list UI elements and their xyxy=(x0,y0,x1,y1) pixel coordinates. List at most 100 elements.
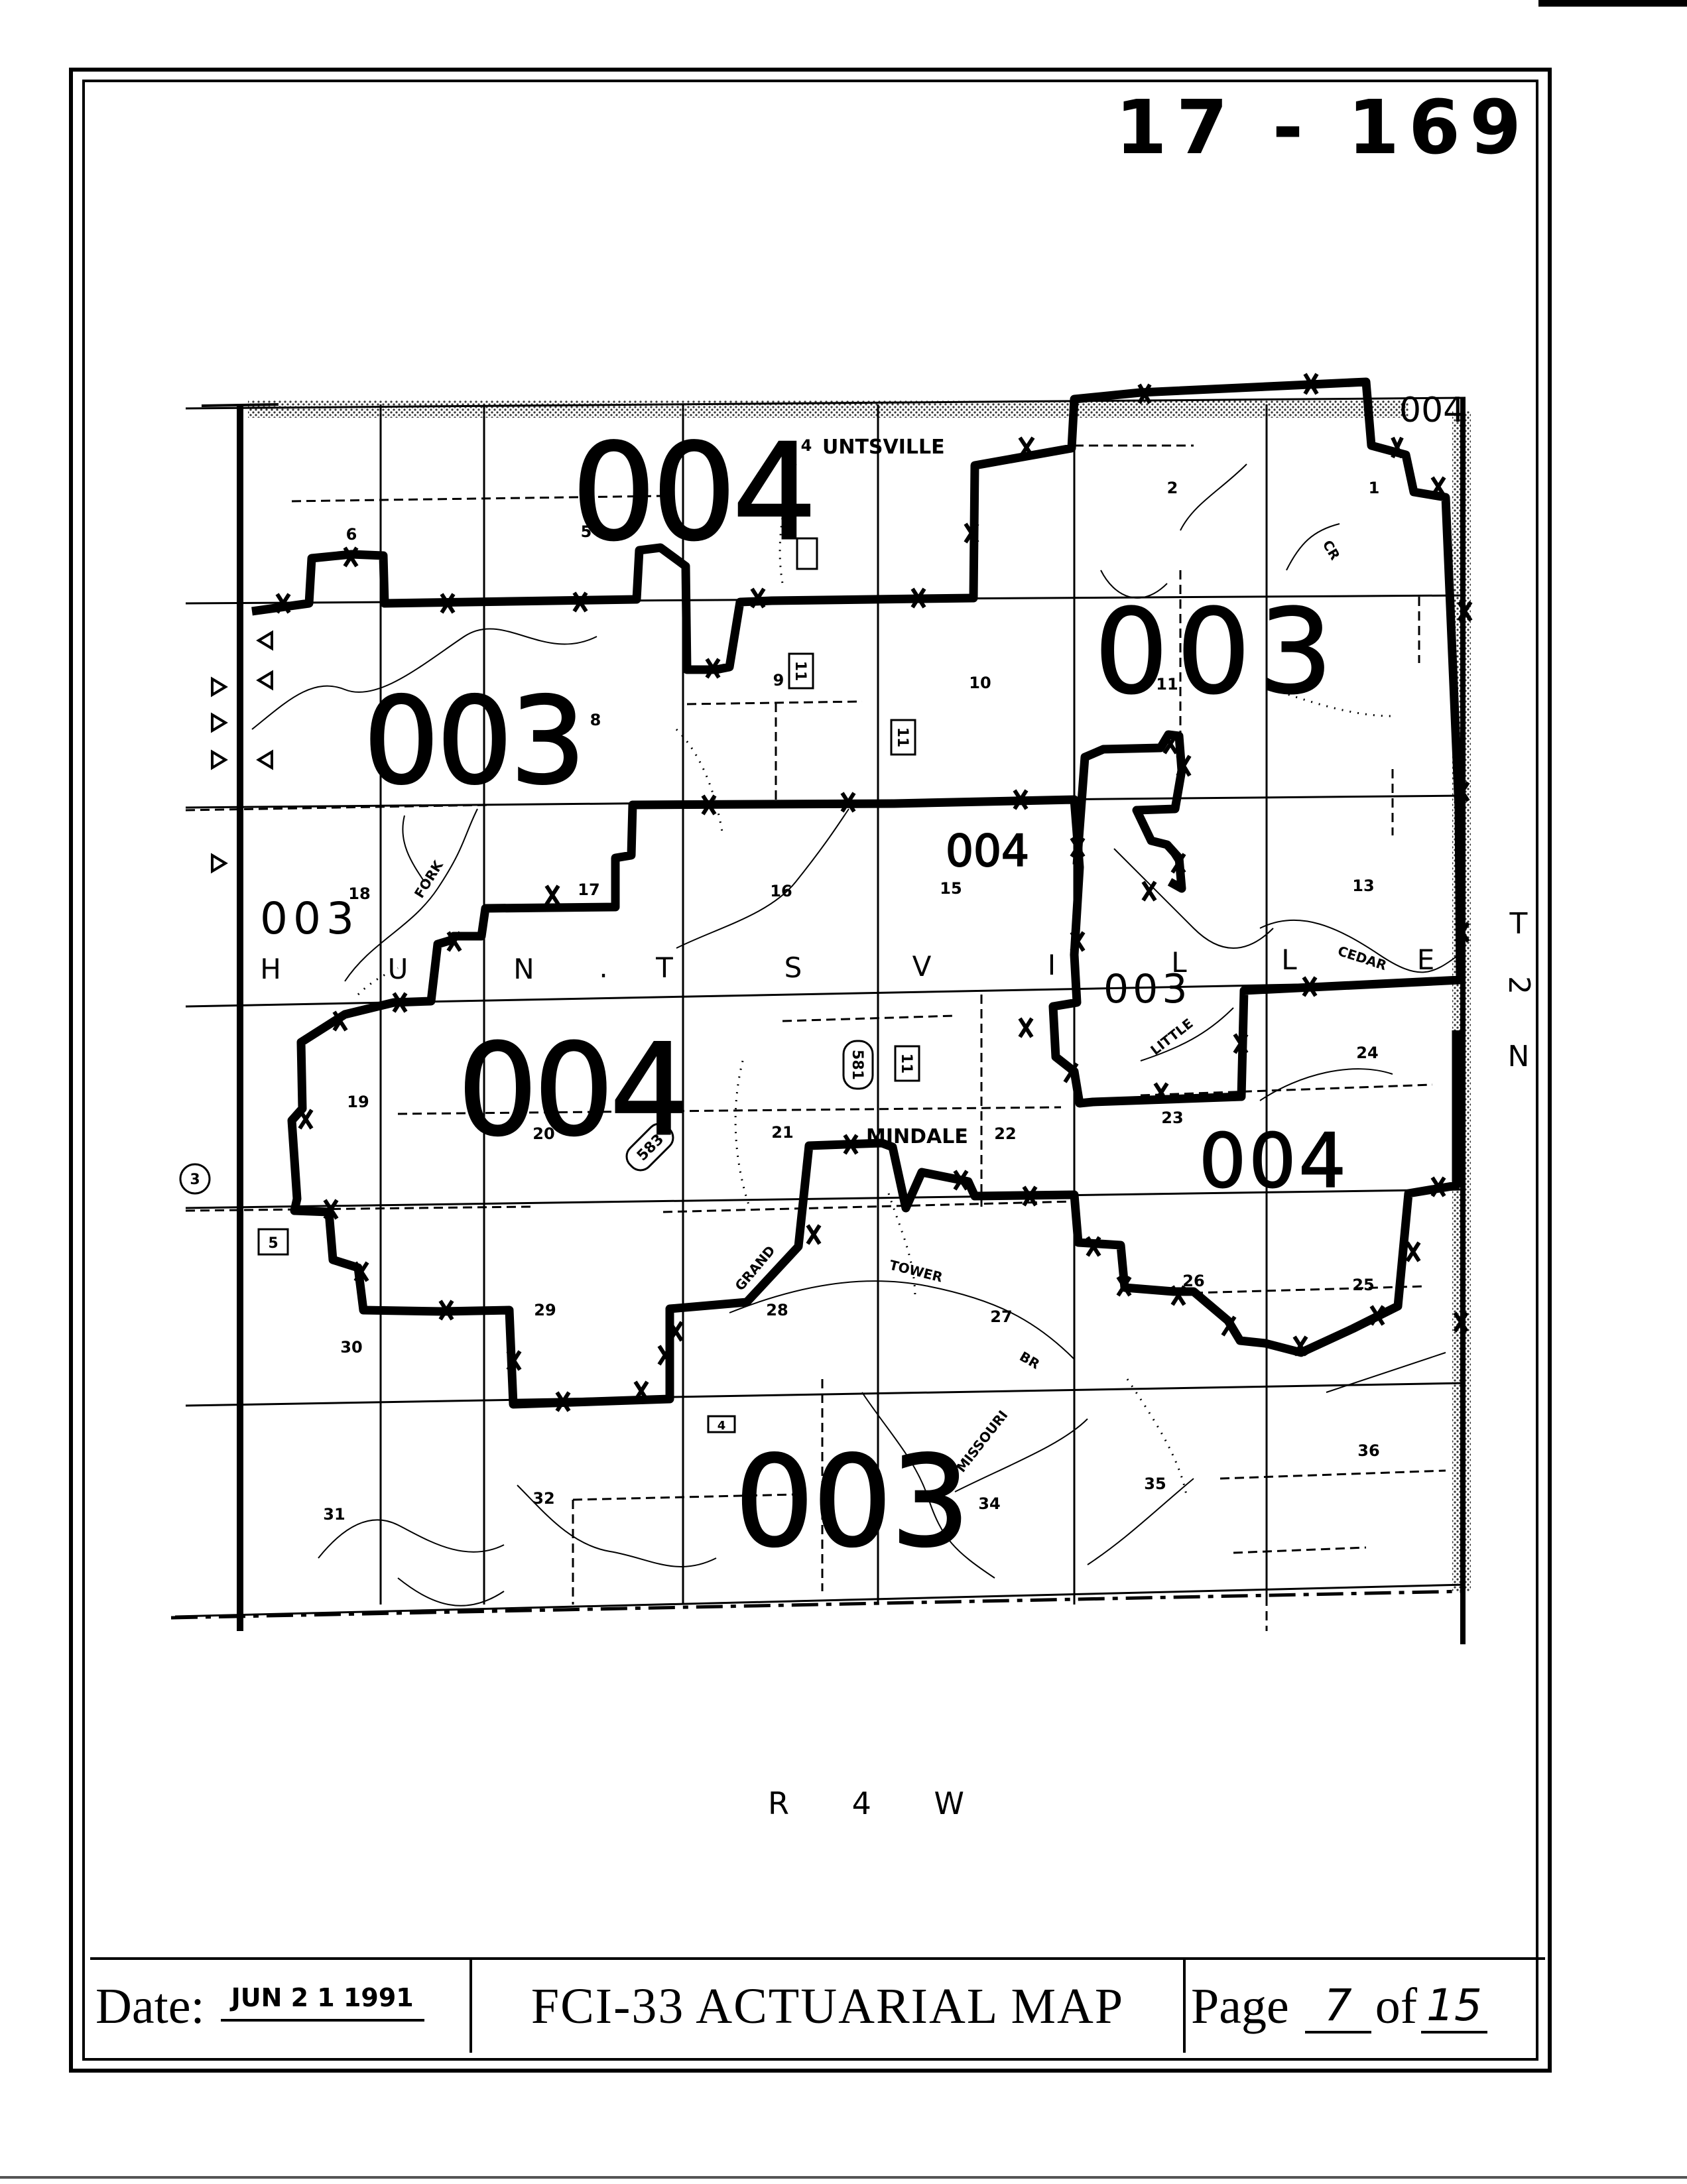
route-581-shield xyxy=(842,1040,874,1090)
footer-title-cell: FCI-33 ACTUARIAL MAP xyxy=(472,1960,1186,2053)
section-15: 15 xyxy=(940,879,962,898)
town-letter-5: T xyxy=(655,951,673,984)
section-29: 29 xyxy=(534,1301,556,1319)
section-17: 17 xyxy=(578,880,599,899)
date-stamp: JUN 2 1 1991 xyxy=(220,1983,424,2022)
stream-br-label: BR xyxy=(1017,1349,1043,1372)
section-22: 22 xyxy=(994,1124,1016,1143)
section-5: 5 xyxy=(581,522,592,541)
zone-designations: 004 004 003 003 004 003 004 003 004 003 xyxy=(260,391,1465,1576)
stream-cedar-label: CEDAR xyxy=(1336,943,1389,973)
date-label: Date: xyxy=(95,1978,205,2034)
section-18: 18 xyxy=(348,884,370,903)
zone-label-top-004: 004 xyxy=(572,416,813,570)
section-13: 13 xyxy=(1352,877,1374,895)
town-letter-4: . xyxy=(599,951,607,984)
zone-label-small-003: 003 xyxy=(260,893,359,944)
section-2: 2 xyxy=(1167,479,1178,497)
town-letter-3: N xyxy=(513,953,534,985)
section-11: 11 xyxy=(1156,675,1178,694)
scan-edge-bottom xyxy=(0,2176,1687,2179)
section-numbers: 1 2 4 5 6 8 9 10 11 13 15 16 17 18 19 20… xyxy=(323,436,1379,1524)
section-26: 26 xyxy=(1182,1272,1204,1290)
route-3-label: 3 xyxy=(190,1172,200,1188)
page-number: 7 xyxy=(1304,1980,1371,2033)
section-27: 27 xyxy=(990,1307,1012,1326)
route-581-label: 581 xyxy=(849,1050,865,1080)
section-19: 19 xyxy=(347,1093,369,1111)
zone-label-ne-003: 003 xyxy=(1094,584,1341,720)
stream-grand-label: GRAND xyxy=(731,1243,778,1294)
zone-label-east-004: 004 xyxy=(1199,1119,1349,1205)
stream-little-label: LITTLE xyxy=(1147,1015,1196,1058)
stream-tower-label: TOWER xyxy=(888,1257,944,1286)
section-24: 24 xyxy=(1356,1044,1378,1062)
section-4: 4 xyxy=(801,436,812,455)
section-9: 9 xyxy=(773,671,784,690)
zone-label-center-004: 004 xyxy=(946,825,1029,877)
township-name-letters: H U N . T S V I L L E xyxy=(260,943,1434,985)
boundary-x-marks xyxy=(275,373,1473,1412)
stream-fork-label: FORK xyxy=(411,857,447,900)
page-total: 15 xyxy=(1421,1980,1488,2033)
route-583-shield xyxy=(625,1122,674,1172)
section-25: 25 xyxy=(1352,1276,1374,1294)
section-21: 21 xyxy=(771,1123,793,1142)
township-number: 2 xyxy=(1502,976,1536,995)
map-footer: Date: JUN 2 1 1991 FCI-33 ACTUARIAL MAP … xyxy=(90,1957,1545,2053)
section-30: 30 xyxy=(340,1338,362,1357)
section-28: 28 xyxy=(766,1301,788,1319)
zone-boundary xyxy=(251,377,1465,1409)
zone-label-west-003: 003 xyxy=(363,672,584,811)
zone-label-south-003: 003 xyxy=(735,1429,969,1575)
section-23: 23 xyxy=(1161,1109,1183,1127)
section-16: 16 xyxy=(770,882,792,900)
section-8: 8 xyxy=(590,711,601,729)
intermittent-streams xyxy=(357,463,1393,1499)
route-5-shield xyxy=(257,1228,289,1256)
route-5-label: 5 xyxy=(268,1235,278,1252)
footer-page-cell: Page 7 of 15 xyxy=(1186,1960,1545,2053)
town-letter-8: I xyxy=(1048,949,1056,981)
footer-date-cell: Date: JUN 2 1 1991 xyxy=(90,1960,472,2053)
town-letter-1: H xyxy=(260,953,281,985)
place-names: UNTSVILLE MINDALE xyxy=(822,436,968,1148)
route-3-shield xyxy=(179,1163,211,1195)
town-letter-10: L xyxy=(1281,943,1297,976)
route-4-label: 4 xyxy=(718,1419,726,1433)
section-32: 32 xyxy=(532,1489,554,1508)
section-1: 1 xyxy=(1369,479,1380,497)
page-of-label: of xyxy=(1375,1978,1418,2034)
outer-frame xyxy=(69,68,1552,2073)
section-34: 34 xyxy=(978,1494,1000,1513)
route-11-label-b: 11 xyxy=(894,727,910,748)
section-10: 10 xyxy=(969,674,991,692)
range-label: R 4 W xyxy=(768,1786,991,1821)
stream-cr-label: CR xyxy=(1320,538,1343,563)
town-letter-6: S xyxy=(784,951,802,984)
huntsville-label: UNTSVILLE xyxy=(822,436,945,459)
route-11-label-a: 11 xyxy=(792,661,808,682)
route-shields xyxy=(179,537,920,1433)
road-network xyxy=(185,444,1446,1631)
west-edge-symbols xyxy=(211,630,273,874)
route-11-shield-north xyxy=(796,537,818,570)
section-35: 35 xyxy=(1144,1475,1166,1493)
route-4-shield xyxy=(707,1415,736,1433)
zone-label-mid-004: 004 xyxy=(458,1017,686,1164)
town-letter-9: L xyxy=(1171,946,1187,979)
route-11-shield-b xyxy=(890,719,916,756)
township-letter-n: N xyxy=(1508,1040,1530,1073)
section-6: 6 xyxy=(346,525,357,544)
inner-frame xyxy=(82,80,1538,2061)
town-letter-2: U xyxy=(388,953,408,985)
section-20: 20 xyxy=(532,1124,554,1143)
page-label: Page xyxy=(1191,1978,1289,2034)
route-11-shield-c xyxy=(894,1045,920,1082)
township-range-labels: T 2 N R 4 W xyxy=(768,907,1536,1821)
route-11-label-c: 11 xyxy=(898,1054,914,1074)
section-36: 36 xyxy=(1357,1441,1379,1460)
streams xyxy=(251,463,1460,1607)
township-letter-t: T xyxy=(1509,907,1528,941)
